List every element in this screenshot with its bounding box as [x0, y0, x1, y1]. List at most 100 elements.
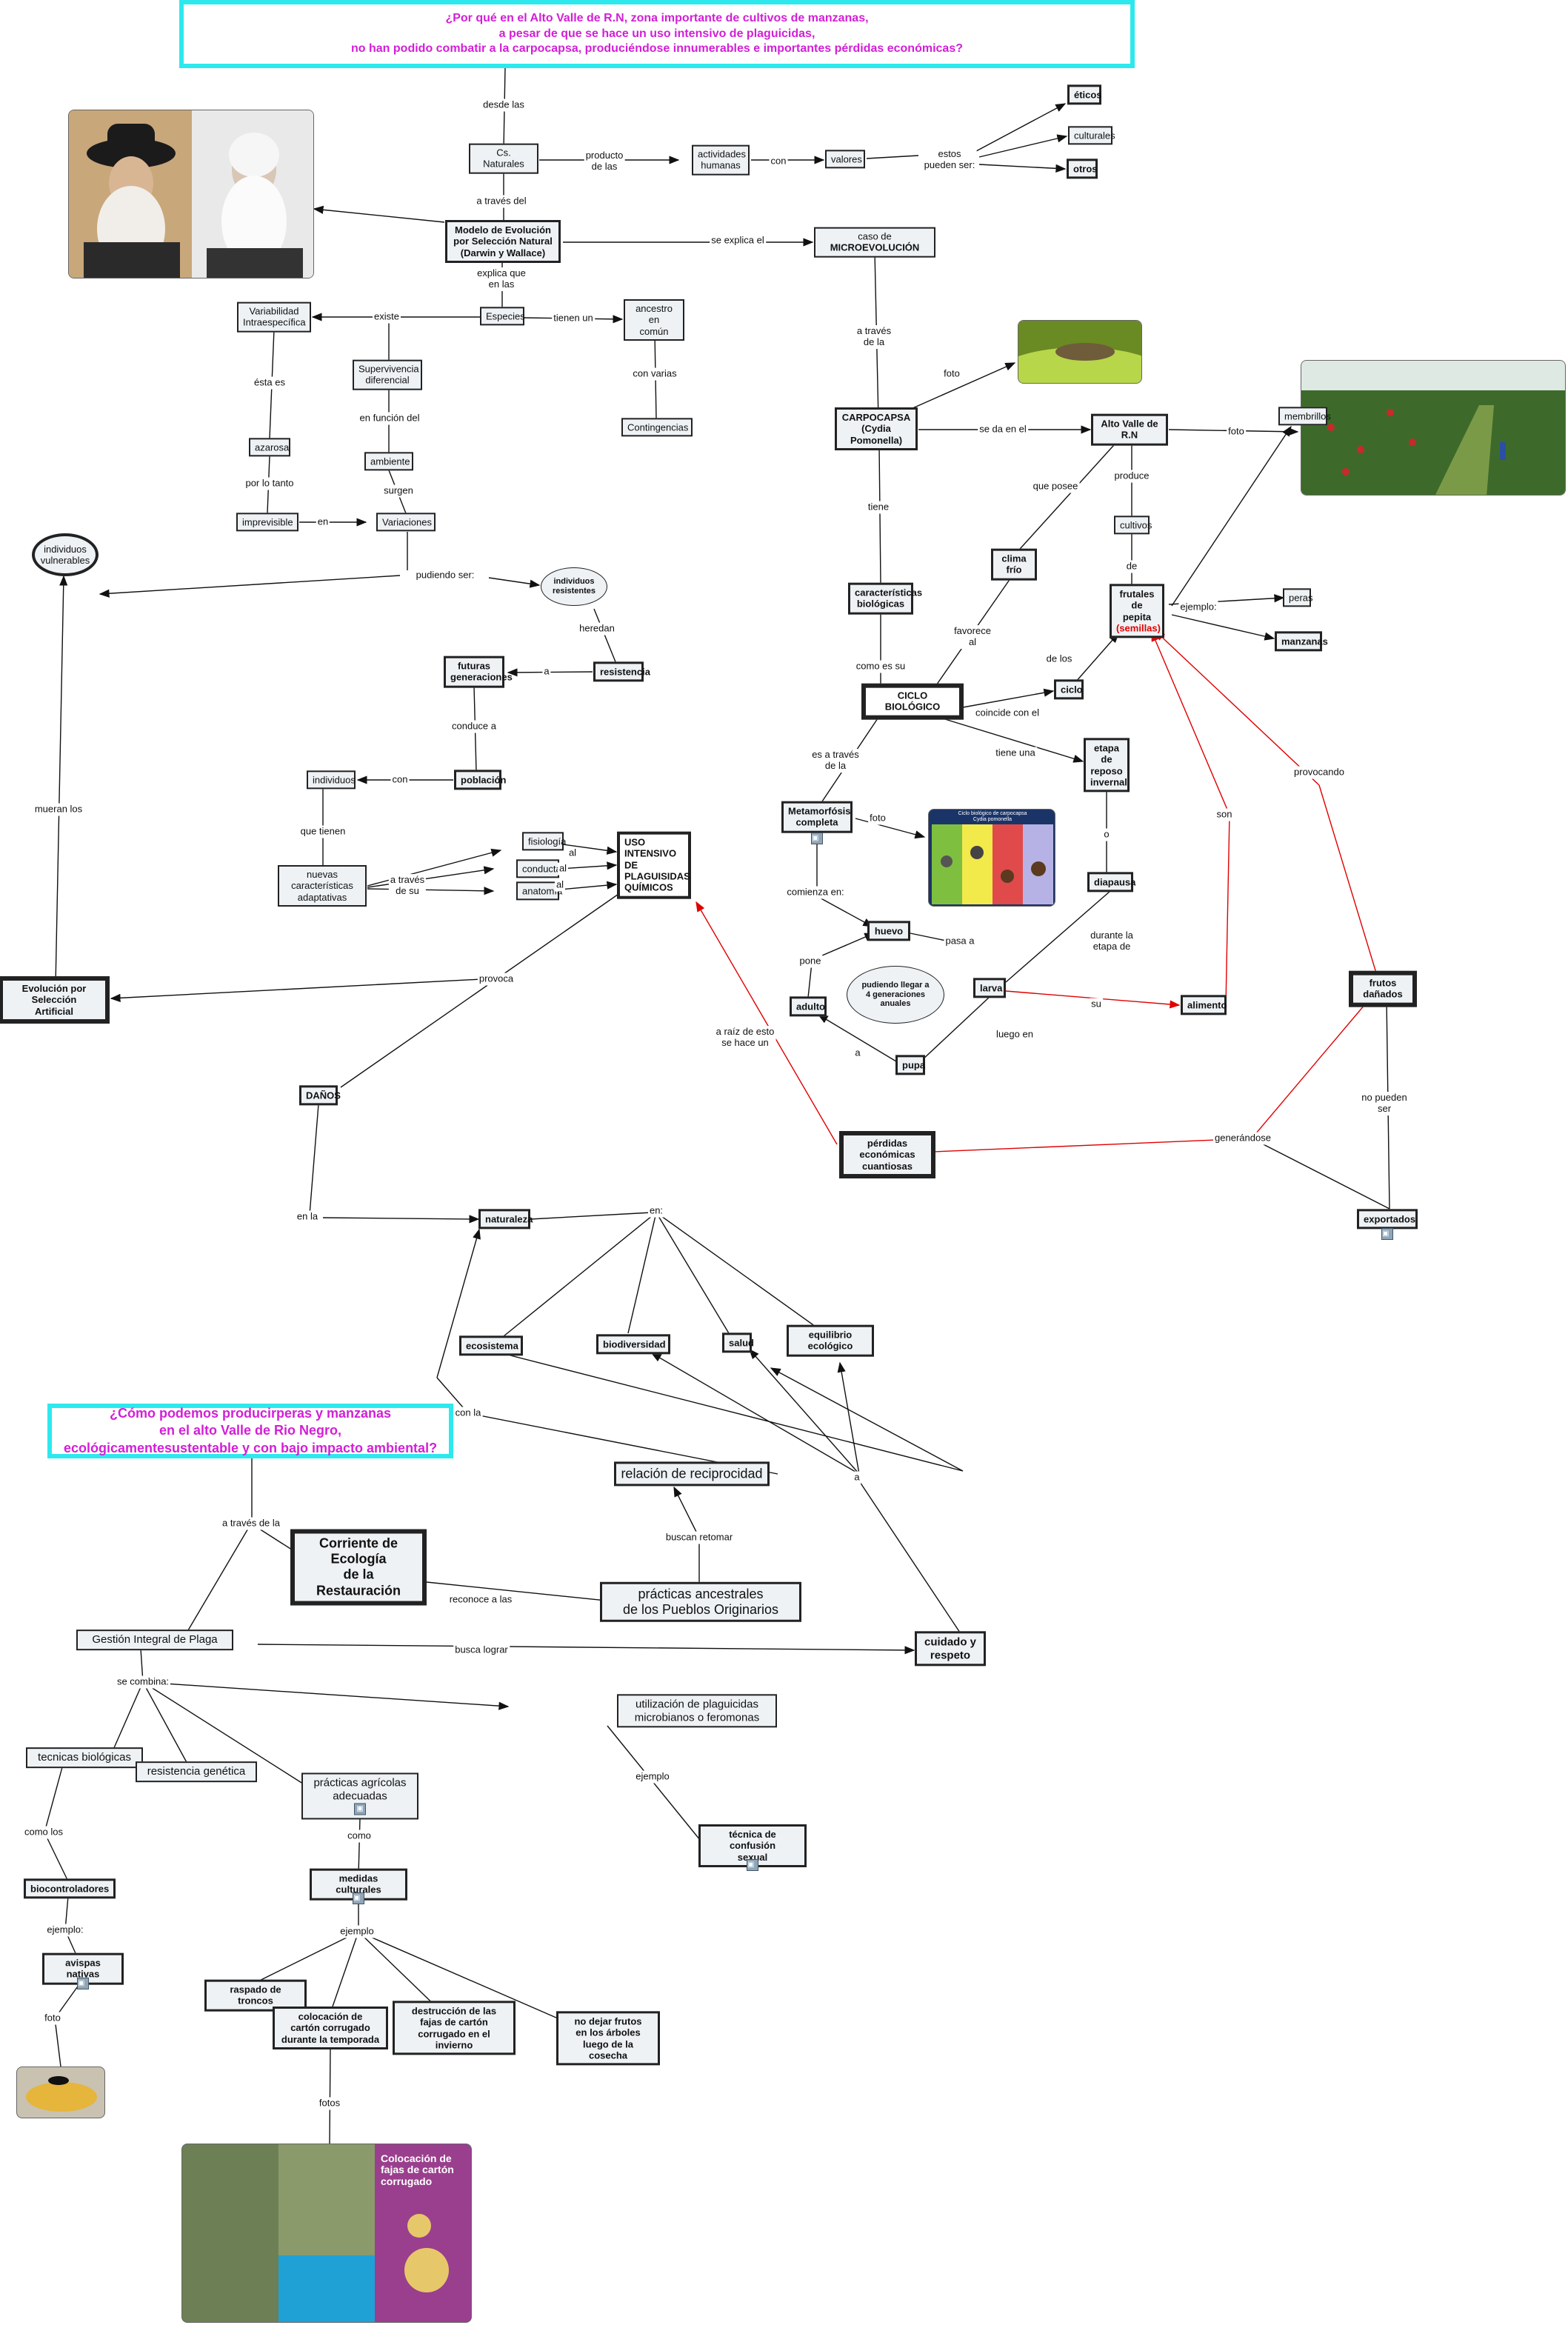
node-especies[interactable]: Especies	[480, 307, 525, 326]
node-carpocapsa[interactable]: CARPOCAPSA (Cydia Pomonella)	[835, 407, 918, 450]
node-etapa[interactable]: etapa de reposo invernal	[1084, 738, 1130, 793]
node-variabilidad[interactable]: Variabilidad Intraespecífica	[237, 301, 311, 333]
node-tecnicas[interactable]: tecnicas biológicas	[26, 1747, 143, 1768]
node-futuras[interactable]: futuras generaciones	[444, 656, 513, 688]
node-azarosa[interactable]: azarosa	[249, 438, 290, 457]
link-label-que-tienen: que tienen	[298, 825, 347, 838]
link-label-a-traves-la2: a través de la	[220, 1517, 282, 1530]
node-utilizacion[interactable]: utilización de plaguicidas microbianos o…	[617, 1694, 777, 1728]
node-corriente[interactable]: Corriente de Ecología de la Restauración	[290, 1529, 427, 1606]
node-ciclo-bio[interactable]: CICLO BIOLÓGICO	[861, 683, 964, 720]
node-membrillos[interactable]: membrillos	[1278, 407, 1331, 426]
confusion-attachment-icon[interactable]: ▣	[747, 1859, 758, 1871]
node-frutos-danados[interactable]: frutos dañados	[1349, 970, 1417, 1007]
node-resistencia-gen[interactable]: resistencia genética	[136, 1761, 257, 1782]
node-adulto[interactable]: adulto	[790, 996, 827, 1017]
node-fisiologia[interactable]: fisiología	[522, 832, 566, 851]
link-line	[817, 1014, 901, 1064]
lifecycle-poster-title: Ciclo biológico de carpocapsa Cydia pomo…	[958, 811, 1027, 822]
node-ancestro[interactable]: ancestro en común	[624, 299, 684, 341]
node-biodiversidad[interactable]: biodiversidad	[596, 1334, 670, 1355]
link-label-foto1: foto	[942, 367, 961, 381]
avispas-attachment-icon[interactable]: ▣	[77, 1978, 89, 1989]
node-pupa[interactable]: pupa	[895, 1055, 925, 1075]
attachment-icon[interactable]: ▣	[354, 1803, 366, 1815]
link-label-de1: de	[1124, 560, 1139, 573]
node-valores[interactable]: valores	[825, 150, 865, 169]
node-resistencia[interactable]: resistencia	[593, 661, 650, 682]
node-uso[interactable]: USO INTENSIVO DE PLAGUISIDAS QUÍMICOS	[617, 831, 691, 899]
node-ecosistema[interactable]: ecosistema	[459, 1335, 523, 1356]
node-salud[interactable]: salud	[722, 1332, 754, 1353]
node-eticos[interactable]: éticos	[1067, 84, 1102, 105]
node-microevolucion[interactable]: caso de MICROEVOLUCIÓN	[814, 227, 935, 258]
node-individuos[interactable]: individuos	[307, 770, 356, 790]
link-label-tiene-una: tiene una	[994, 747, 1037, 760]
link-line	[358, 1931, 564, 2021]
link-label-mueran: mueran los	[33, 803, 84, 816]
link-label-pudiendo: pudiendo ser:	[414, 569, 476, 582]
node-destruccion[interactable]: destrucción de las fajas de cartón corru…	[393, 2001, 516, 2055]
node-practicas-agricolas[interactable]: prácticas agrícolas adecuadas ▣	[301, 1772, 418, 1820]
node-diapausa[interactable]: diapausa	[1087, 872, 1135, 893]
node-no-dejar[interactable]: no dejar frutos en los árboles luego de …	[556, 2011, 660, 2066]
node-modelo[interactable]: Modelo de Evolución por Selección Natura…	[445, 220, 561, 263]
node-ind-resistentes[interactable]: individuos resistentes	[541, 567, 607, 606]
node-manzanas[interactable]: manzanas	[1275, 631, 1328, 652]
node-anatomia[interactable]: anatomía	[516, 881, 562, 901]
node-equilibrio[interactable]: equilibrio ecológico	[787, 1324, 874, 1357]
node-contingencias[interactable]: Contingencias	[621, 418, 693, 437]
link-line	[481, 1347, 964, 1472]
node-poblacion[interactable]: población	[454, 770, 506, 790]
node-alto-valle[interactable]: Alto Valle de R.N	[1091, 413, 1168, 446]
link-line	[695, 901, 838, 1145]
link-line	[113, 1681, 144, 1750]
node-supervivencia[interactable]: Supervivencia diferencial	[353, 359, 422, 390]
node-huevo[interactable]: huevo	[867, 921, 910, 941]
node-ind-vulnerables[interactable]: individuos vulnerables	[32, 533, 99, 576]
node-danos[interactable]: DAÑOS	[299, 1085, 341, 1106]
node-cuidado[interactable]: cuidado y respeto	[915, 1631, 986, 1667]
node-nuevas-car[interactable]: nuevas características adaptativas	[278, 865, 367, 907]
medidas-attachment-icon[interactable]: ▣	[353, 1892, 364, 1904]
link-label-pasa-a: pasa a	[944, 935, 976, 948]
node-clima[interactable]: clima frío	[991, 548, 1037, 581]
link-label-raiz: a raíz de esto se hace un	[714, 1026, 776, 1050]
node-cultivos[interactable]: cultivos	[1114, 516, 1152, 535]
node-evolucion-artificial[interactable]: Evolución por Selección Artificial	[0, 976, 110, 1024]
node-variaciones[interactable]: Variaciones	[376, 513, 436, 532]
node-actividades[interactable]: actividades humanas	[692, 144, 750, 176]
exportados-attachment-icon[interactable]: ▣	[1381, 1228, 1393, 1240]
node-alimento[interactable]: alimento	[1181, 995, 1227, 1015]
node-ciclo[interactable]: ciclo	[1054, 679, 1084, 700]
link-label-con-varias: con varias	[631, 367, 678, 381]
node-metamorfosis[interactable]: Metamorfósis completa	[781, 801, 853, 833]
node-colocacion[interactable]: colocación de cartón corrugado durante l…	[273, 2007, 388, 2049]
link-line	[896, 1138, 1252, 1158]
node-cs-naturales[interactable]: Cs. Naturales	[469, 143, 538, 174]
node-naturaleza[interactable]: naturaleza	[478, 1209, 533, 1230]
metamorfosis-attachment-icon[interactable]: ▣	[811, 833, 823, 844]
node-peras[interactable]: peras	[1283, 588, 1313, 607]
node-frutales[interactable]: frutales de pepita (semillas)	[1110, 584, 1164, 638]
node-culturales[interactable]: culturales	[1068, 126, 1115, 145]
node-practicas-ancestrales[interactable]: prácticas ancestrales de los Pueblos Ori…	[600, 1581, 801, 1623]
link-line	[978, 164, 1067, 173]
node-otros[interactable]: otros	[1067, 159, 1098, 179]
link-line	[488, 577, 541, 588]
node-biocontroladores[interactable]: biocontroladores	[24, 1878, 116, 1899]
link-line	[1225, 814, 1230, 1006]
node-conducta[interactable]: conducta	[516, 859, 561, 878]
node-perdidas[interactable]: pérdidas económicas cuantiosas	[839, 1131, 935, 1178]
node-larva[interactable]: larva	[973, 978, 1006, 998]
node-reciprocidad[interactable]: relación de reciprocidad	[614, 1461, 770, 1487]
ciclo-bio-label: CICLO BIOLÓGICO	[884, 690, 941, 713]
node-gestion[interactable]: Gestión Integral de Plaga	[76, 1629, 233, 1650]
link-line	[1154, 630, 1320, 786]
node-ambiente[interactable]: ambiente	[364, 452, 413, 471]
node-generaciones[interactable]: pudiendo llegar a 4 generaciones anuales	[847, 966, 944, 1024]
node-caracteristicas[interactable]: características biológicas	[848, 582, 922, 615]
node-imprevisible[interactable]: imprevisible	[236, 513, 298, 532]
node-exportados[interactable]: exportados	[1357, 1209, 1418, 1230]
node-raspado[interactable]: raspado de troncos	[204, 1979, 307, 2012]
